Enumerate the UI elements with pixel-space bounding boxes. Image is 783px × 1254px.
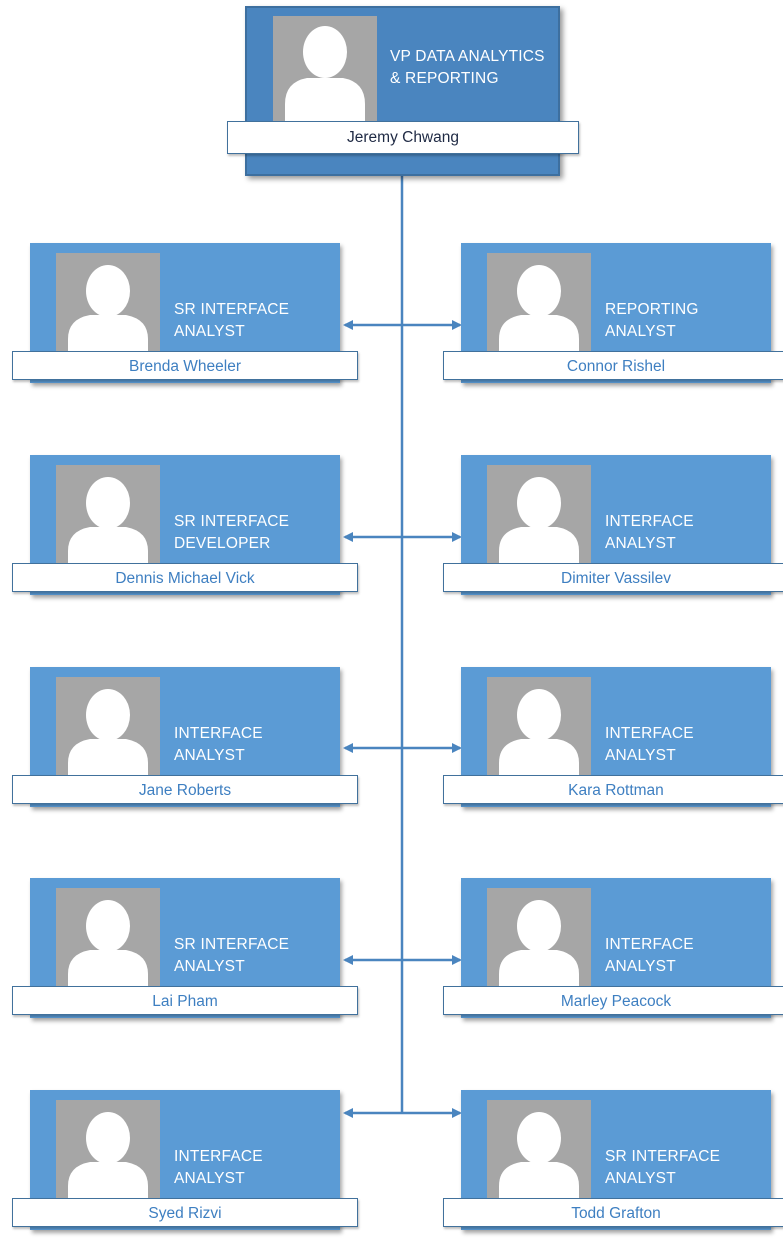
employee-name: Jane Roberts: [12, 775, 358, 804]
job-title: INTERFACE ANALYST: [174, 725, 263, 764]
person-silhouette-icon: [499, 689, 579, 777]
employee-card[interactable]: REPORTING ANALYST Connor Rishel: [443, 243, 783, 383]
vp-title: VP DATA ANALYTICS & REPORTING: [390, 48, 545, 87]
person-silhouette-icon: [499, 477, 579, 565]
person-silhouette-icon: [499, 1112, 579, 1200]
job-title: INTERFACE ANALYST: [605, 936, 694, 975]
employee-name: Todd Grafton: [443, 1198, 783, 1227]
job-title: INTERFACE ANALYST: [605, 725, 694, 764]
person-silhouette-icon: [499, 265, 579, 353]
employee-name: Lai Pham: [12, 986, 358, 1015]
job-title: SR INTERFACE DEVELOPER: [174, 513, 290, 552]
employee-name: Dennis Michael Vick: [12, 563, 358, 592]
employee-name: Connor Rishel: [443, 351, 783, 380]
job-title: SR INTERFACE ANALYST: [174, 301, 290, 340]
employee-card[interactable]: SR INTERFACE ANALYST Todd Grafton: [443, 1090, 783, 1230]
photo-placeholder: [487, 677, 591, 777]
photo-placeholder: [56, 677, 160, 777]
person-silhouette-icon: [68, 1112, 148, 1200]
employee-card[interactable]: SR INTERFACE ANALYST Brenda Wheeler: [12, 243, 358, 383]
employee-card[interactable]: INTERFACE ANALYST Kara Rottman: [443, 667, 783, 807]
employee-name: Marley Peacock: [443, 986, 783, 1015]
employee-name: Kara Rottman: [443, 775, 783, 804]
person-silhouette-icon: [285, 26, 365, 121]
job-title: REPORTING ANALYST: [605, 301, 699, 340]
employee-card[interactable]: SR INTERFACE ANALYST Lai Pham: [12, 878, 358, 1018]
photo-placeholder: [56, 465, 160, 565]
employee-card[interactable]: INTERFACE ANALYST Marley Peacock: [443, 878, 783, 1018]
employee-card[interactable]: INTERFACE ANALYST Syed Rizvi: [12, 1090, 358, 1230]
vp-photo-placeholder: [273, 16, 377, 121]
photo-placeholder: [56, 1100, 160, 1200]
photo-placeholder: [487, 1100, 591, 1200]
job-title: INTERFACE ANALYST: [605, 513, 694, 552]
photo-placeholder: [487, 888, 591, 988]
vp-card[interactable]: VP DATA ANALYTICS & REPORTING Jeremy Chw…: [227, 6, 579, 176]
photo-placeholder: [487, 253, 591, 353]
photo-placeholder: [56, 253, 160, 353]
employee-name: Syed Rizvi: [12, 1198, 358, 1227]
person-silhouette-icon: [68, 689, 148, 777]
job-title: INTERFACE ANALYST: [174, 1148, 263, 1187]
photo-placeholder: [487, 465, 591, 565]
employee-card[interactable]: INTERFACE ANALYST Jane Roberts: [12, 667, 358, 807]
photo-placeholder: [56, 888, 160, 988]
person-silhouette-icon: [499, 900, 579, 988]
person-silhouette-icon: [68, 900, 148, 988]
employee-card[interactable]: INTERFACE ANALYST Dimiter Vassilev: [443, 455, 783, 595]
job-title: SR INTERFACE ANALYST: [174, 936, 290, 975]
job-title: SR INTERFACE ANALYST: [605, 1148, 721, 1187]
employee-name: Brenda Wheeler: [12, 351, 358, 380]
employee-card[interactable]: SR INTERFACE DEVELOPER Dennis Michael Vic…: [12, 455, 358, 595]
person-silhouette-icon: [68, 477, 148, 565]
vp-name: Jeremy Chwang: [227, 121, 579, 154]
person-silhouette-icon: [68, 265, 148, 353]
employee-name: Dimiter Vassilev: [443, 563, 783, 592]
